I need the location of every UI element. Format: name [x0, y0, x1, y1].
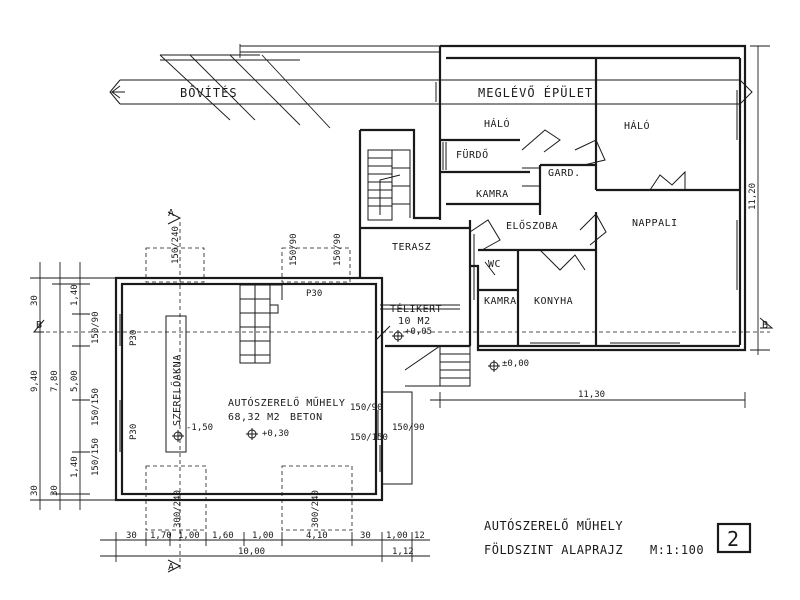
workshop-walls: [114, 247, 413, 531]
room-muhely: AUTÓSZERELŐ MŰHELY: [228, 395, 345, 409]
room-eloszoba: ELŐSZOBA: [506, 218, 558, 232]
room-muhely-area: 68,32 M2: [228, 412, 280, 423]
dim-bottom-right: 1,12: [392, 547, 414, 557]
window-right-1: 150/90: [350, 403, 383, 413]
section-a-top: A: [168, 208, 175, 219]
label-bovites: BŐVÍTÉS: [180, 85, 238, 100]
section-b-left: B: [36, 320, 43, 331]
room-telikert: TÉLIKERT: [390, 302, 442, 315]
label-meglevo-epulet: MEGLÉVŐ ÉPÜLET: [478, 84, 593, 100]
room-muhely-floor: BETON: [290, 412, 323, 423]
dim-left-mid-2: 5,00: [70, 370, 80, 392]
window-right-3: 150/90: [392, 423, 425, 433]
window-top-2: 150/90: [289, 233, 299, 266]
dim-bottom-6: 4,10: [306, 531, 328, 541]
window-top-3: 150/90: [333, 233, 343, 266]
section-line-b: [32, 317, 774, 333]
dim-left-inner-3: 1,40: [70, 456, 80, 478]
dim-bottom-4: 1,60: [212, 531, 234, 541]
room-nappali: NAPPALI: [632, 218, 678, 229]
section-b-right: B: [762, 320, 769, 331]
dim-bottom-3: 1,00: [178, 531, 200, 541]
pit-level: -1,50: [186, 423, 213, 433]
room-gard: GARD.: [548, 168, 581, 179]
window-p30-b: P30: [129, 424, 139, 440]
room-wc: WC: [488, 259, 501, 270]
telikert-area: 10 M2: [398, 316, 431, 327]
room-kamra-bottom: KAMRA: [484, 296, 517, 307]
connector-block: [358, 128, 475, 387]
dim-right-total: 11,20: [748, 183, 758, 210]
dim-bottom-total: 10,00: [238, 547, 265, 557]
dim-bottom-1: 30: [126, 531, 137, 541]
room-furdo: FÜRDŐ: [456, 147, 489, 161]
extension-hatching: [159, 44, 440, 129]
window-bot-1: 300/240: [173, 490, 183, 528]
dim-left-mid-1: 7,80: [50, 370, 60, 392]
dim-left-inner-1: 1,40: [70, 284, 80, 306]
dimension-lines: [30, 45, 770, 562]
existing-building: [438, 44, 747, 352]
dim-bottom-8: 1,00: [386, 531, 408, 541]
room-kamra-top: KAMRA: [476, 189, 509, 200]
room-terasz: TERASZ: [392, 242, 431, 253]
dim-left-inner-2: 30: [50, 485, 60, 496]
dim-left-outer-1: 30: [30, 295, 40, 306]
dim-bottom-2: 1,70: [150, 531, 172, 541]
dim-bottom-9: 12: [414, 531, 425, 541]
dim-bottom-5: 1,00: [252, 531, 274, 541]
title-line-1: AUTÓSZERELŐ MŰHELY: [484, 518, 623, 533]
level-mark-muhely: [246, 428, 258, 440]
window-left-2: 150/150: [91, 388, 101, 426]
room-halo-right: HÁLÓ: [624, 119, 650, 132]
window-bot-2: 300/240: [311, 490, 321, 528]
level-mark-entry: [488, 360, 500, 372]
window-left-1: 150/90: [91, 311, 101, 344]
level-entry: ±0,00: [502, 359, 529, 369]
dim-left-outer-2: 9,40: [30, 370, 40, 392]
stair-p30: P30: [306, 289, 322, 299]
sheet-number-box: [716, 522, 752, 554]
room-szereloakna: SZERELŐAKNA: [169, 354, 183, 426]
room-halo-left: HÁLÓ: [484, 117, 510, 130]
section-line-a: [167, 211, 182, 573]
section-a-bottom: A: [168, 562, 175, 573]
dim-existing-width: 11,30: [578, 390, 605, 400]
title-scale: M:1:100: [650, 543, 704, 557]
window-left-3: 150/150: [91, 438, 101, 476]
window-p30-a: P30: [129, 330, 139, 346]
muhely-level: +0,30: [262, 429, 289, 439]
dim-bottom-7: 30: [360, 531, 371, 541]
level-mark-pit: [172, 430, 184, 442]
title-line-2: FÖLDSZINT ALAPRAJZ: [484, 541, 623, 557]
window-top-1: 150/240: [171, 226, 181, 264]
dim-left-outer-3: 30: [30, 485, 40, 496]
room-konyha: KONYHA: [534, 296, 573, 307]
window-right-2: 150/150: [350, 433, 388, 443]
sheet-number: 2: [727, 527, 739, 551]
